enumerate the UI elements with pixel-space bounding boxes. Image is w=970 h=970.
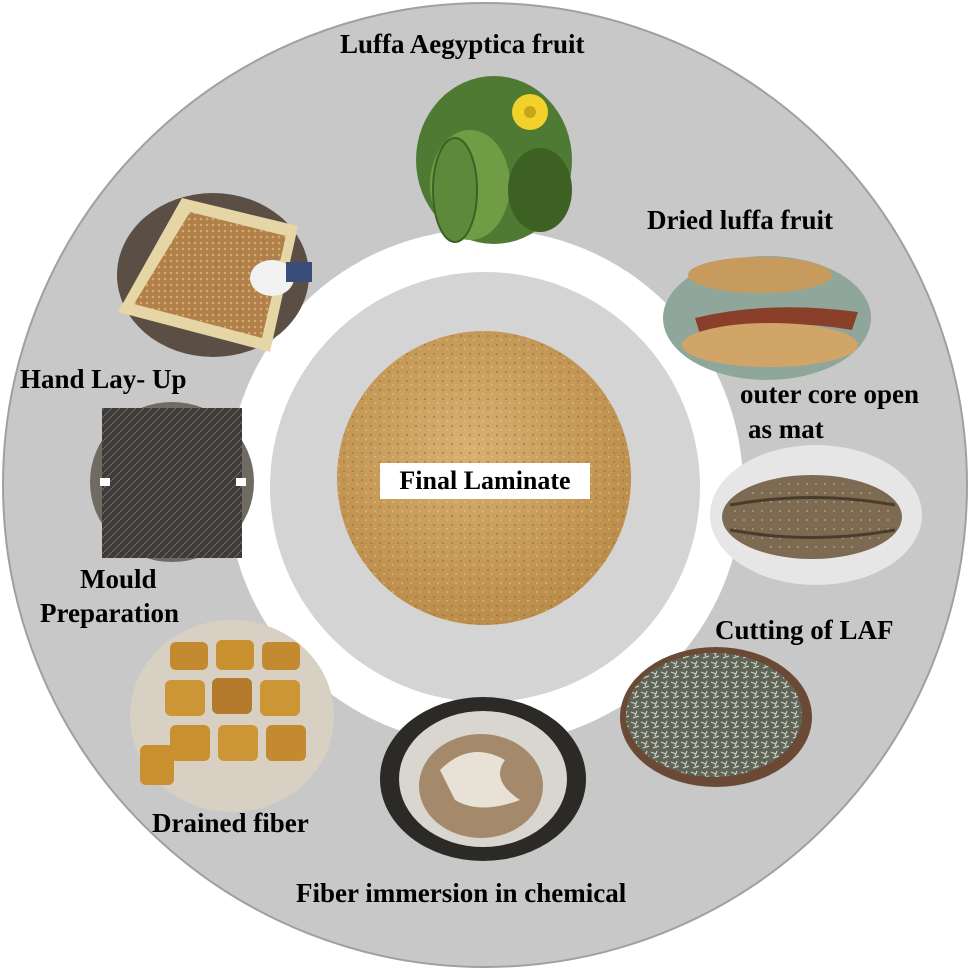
mould-photo [90,402,254,562]
final-laminate-label: Final Laminate [380,463,590,499]
luffa-plant-photo [416,76,572,244]
step-label-cutting: Cutting of LAF [715,615,894,645]
step-label-dried-fruit: Dried luffa fruit [647,205,833,235]
step-label-outer-core-line2: as mat [748,414,824,444]
drained-fiber-photo [130,620,334,812]
step-label-luffa-fruit: Luffa Aegyptica fruit [340,29,585,59]
hand-layup-photo [117,193,312,357]
step-label-immersion: Fiber immersion in chemical [296,878,627,908]
step-label-drained: Drained fiber [152,808,309,838]
chemical-beaker-photo [380,697,586,861]
cut-fiber-photo [620,647,812,787]
dried-luffa-photo [663,256,871,380]
step-label-hand-layup: Hand Lay- Up [20,364,187,394]
step-label-mould-line1: Mould [80,564,157,594]
luffa-mat-photo [710,445,922,585]
step-label-outer-core-line1: outer core open [740,379,919,409]
step-label-mould-line2: Preparation [40,598,179,628]
